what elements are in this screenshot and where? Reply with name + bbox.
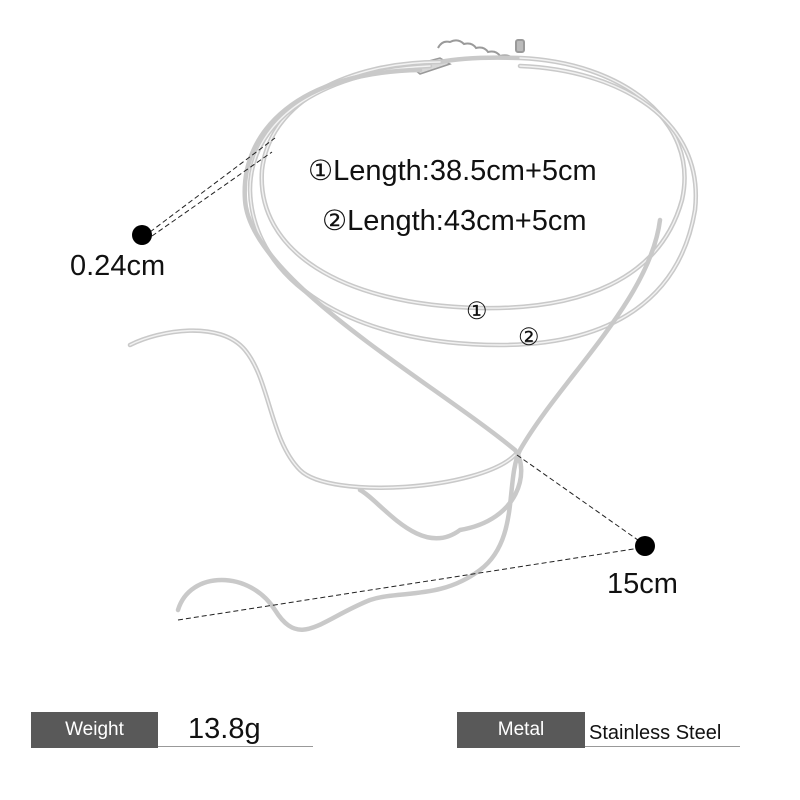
length-2-text: Length:43cm+5cm — [347, 205, 587, 237]
strand-1-label: ① — [466, 297, 488, 325]
spec-metal-label: Metal — [457, 712, 585, 748]
spec-metal-value: Stainless Steel — [585, 712, 740, 747]
chain-width-label: 0.24cm — [70, 250, 166, 282]
drop-marker-dot — [635, 536, 655, 556]
spec-weight-value: 13.8g — [158, 712, 313, 747]
length-line-1: ①Length:38.5cm+5cm — [308, 154, 597, 188]
spec-weight: Weight 13.8g — [31, 712, 313, 748]
strand-2-marker: ② — [322, 204, 348, 237]
strand-1-marker: ① — [308, 154, 334, 187]
spec-weight-label: Weight — [31, 712, 158, 748]
drop-length-label: 15cm — [607, 568, 678, 600]
length-line-2: ②Length:43cm+5cm — [322, 204, 587, 238]
width-marker-dot — [132, 225, 152, 245]
spec-metal: Metal Stainless Steel — [457, 712, 740, 748]
length-1-text: Length:38.5cm+5cm — [333, 155, 597, 187]
strand-2-label: ② — [518, 323, 540, 351]
extender-chain — [437, 39, 525, 59]
